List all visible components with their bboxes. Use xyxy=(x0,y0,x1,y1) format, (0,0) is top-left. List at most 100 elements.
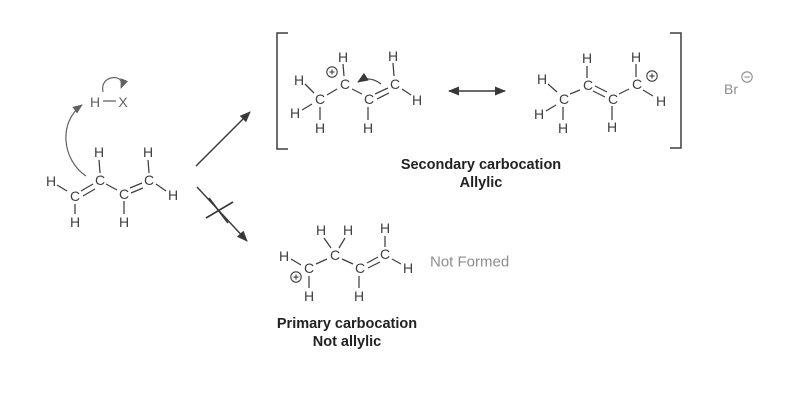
right-bracket xyxy=(670,32,682,149)
curved-arrows xyxy=(65,77,129,177)
bond-line xyxy=(82,188,96,197)
bond-line xyxy=(366,256,379,264)
bond-line xyxy=(56,184,68,192)
atom-label-c: C xyxy=(119,186,129,202)
bond-line xyxy=(642,89,654,97)
atom-label-h: H xyxy=(403,260,413,276)
atom-label-h: H xyxy=(294,72,304,88)
atom-label-h: H xyxy=(338,49,348,65)
bond-line xyxy=(545,104,557,112)
atom-label-h: H xyxy=(168,187,178,203)
atom-label-c: C xyxy=(330,247,340,263)
bromide-counterion: Br xyxy=(724,71,753,97)
atom-label-h: H xyxy=(279,248,289,264)
atom-label-h: H xyxy=(94,144,104,160)
plus-charge-icon xyxy=(646,70,658,82)
resonance-push-arrow xyxy=(357,72,382,85)
bond-line xyxy=(392,62,395,77)
arrow-to-secondary xyxy=(195,111,251,167)
primary-label-line2: Not allylic xyxy=(313,334,382,350)
atom-label-h: H xyxy=(582,50,592,66)
bond-line xyxy=(391,258,402,265)
atom-label-c: C xyxy=(583,77,593,93)
pathway-arrows xyxy=(195,86,506,242)
atom-label-c: C xyxy=(380,246,390,262)
secondary-label-line1: Secondary carbocation xyxy=(401,157,561,173)
atom-label-h: H xyxy=(70,214,80,230)
bond-line xyxy=(341,258,354,265)
bond-line xyxy=(290,258,302,266)
atom-label-c: C xyxy=(364,91,374,107)
atom-label-c: C xyxy=(608,91,618,107)
atom-label-h: H xyxy=(290,105,300,121)
left-bracket xyxy=(276,32,288,150)
bond-line xyxy=(323,237,332,249)
bond-line xyxy=(376,92,390,100)
secondary-label-line2: Allylic xyxy=(460,175,503,191)
atom-label-h: H xyxy=(304,288,314,304)
plus-charge-icon xyxy=(326,66,338,78)
atom-label-c: C xyxy=(304,260,314,276)
bond-line xyxy=(338,237,346,249)
atom-label-c: C xyxy=(70,188,80,204)
bond-line xyxy=(401,88,412,96)
cross-stroke-2 xyxy=(205,201,234,219)
hx-loop-arrow xyxy=(102,77,129,93)
bond-line xyxy=(618,88,630,95)
bond-line xyxy=(105,183,118,191)
atom-label-h: H xyxy=(656,93,666,109)
bond-line xyxy=(315,258,328,265)
atom-label-c: C xyxy=(340,76,350,92)
bond-line xyxy=(367,261,381,269)
atom-label-h: H xyxy=(412,92,422,108)
atom-label-h: H xyxy=(537,71,547,87)
bond-line xyxy=(98,159,101,174)
bond-line xyxy=(301,103,313,111)
atom-label-h: H xyxy=(343,222,353,238)
bond-line xyxy=(592,90,606,98)
bond-line xyxy=(326,88,338,96)
atom-label-c: C xyxy=(559,91,569,107)
bond-line xyxy=(80,183,94,192)
attack-arrow xyxy=(65,104,87,177)
bond-line xyxy=(147,159,150,174)
bond-line xyxy=(594,85,608,93)
atom-label-h: H xyxy=(46,173,56,189)
atom-label-h: H xyxy=(534,106,544,122)
atom-label-h: H xyxy=(315,120,325,136)
atom-label-c: C xyxy=(144,172,154,188)
atom-label-h: H xyxy=(363,120,373,136)
atom-label-c: C xyxy=(315,91,325,107)
atom-label-h: H xyxy=(354,288,364,304)
resonance-brackets xyxy=(276,32,682,150)
bond-line xyxy=(351,88,363,95)
atom-label-c: C xyxy=(95,172,105,188)
atom-label-x: X xyxy=(118,94,128,110)
atom-label-c: C xyxy=(355,260,365,276)
bond-line xyxy=(374,87,389,95)
plus-charge-icon xyxy=(290,271,302,283)
bond-line xyxy=(129,182,143,189)
atom-label-c: C xyxy=(390,76,400,92)
bond-line xyxy=(547,83,558,93)
atom-label-h: H xyxy=(388,48,398,64)
bond-line xyxy=(155,183,167,192)
bond-line xyxy=(342,63,345,77)
atom-label-h: H xyxy=(316,222,326,238)
atom-label-h: H xyxy=(607,119,617,135)
atom-label-h: H xyxy=(558,120,568,136)
atom-label-h: H xyxy=(631,49,641,65)
atom-label-h: H xyxy=(380,220,390,236)
bond-line xyxy=(304,83,315,94)
atom-label-c: C xyxy=(632,76,642,92)
atom-label-br: Br xyxy=(724,81,738,97)
atom-label-h: H xyxy=(119,214,129,230)
primary-label-line1: Primary carbocation xyxy=(277,316,417,332)
